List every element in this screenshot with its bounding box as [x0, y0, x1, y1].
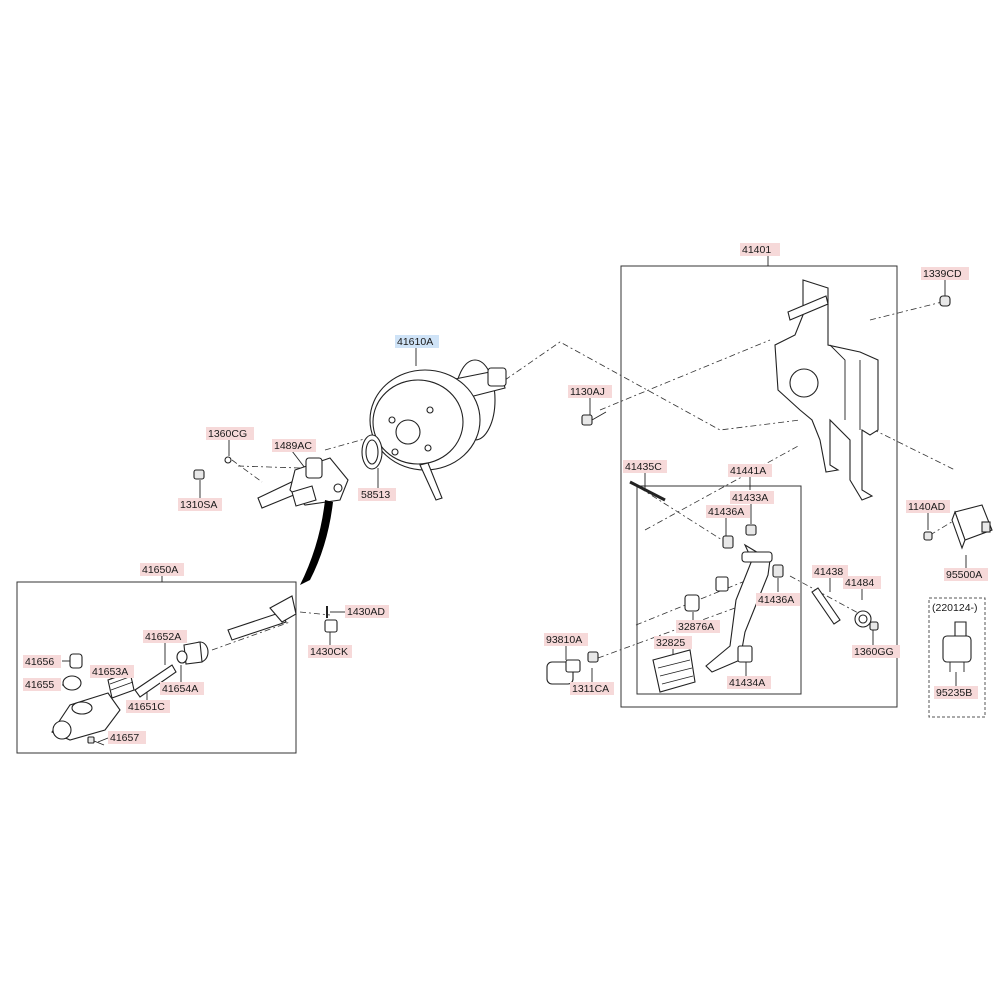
label-41438[interactable]: 41438	[812, 565, 848, 578]
svg-text:41435C: 41435C	[625, 461, 662, 473]
label-41433A[interactable]: 41433A	[730, 491, 774, 504]
label-41655[interactable]: 41655	[23, 678, 61, 691]
svg-text:32876A: 32876A	[678, 621, 714, 633]
svg-text:41656: 41656	[25, 656, 54, 668]
svg-text:58513: 58513	[361, 489, 390, 501]
label-1140AD[interactable]: 1140AD	[906, 500, 950, 513]
svg-text:1130AJ: 1130AJ	[570, 386, 605, 398]
svg-text:1489AC: 1489AC	[274, 440, 312, 452]
svg-text:1430CK: 1430CK	[310, 646, 348, 658]
svg-text:41484: 41484	[845, 577, 874, 589]
label-41657[interactable]: 41657	[108, 731, 146, 744]
label-1430AD[interactable]: 1430AD	[345, 605, 389, 618]
label-41401[interactable]: 41401	[740, 243, 780, 256]
label-41650A[interactable]: 41650A	[140, 563, 184, 576]
svg-text:95235B: 95235B	[936, 687, 972, 699]
label-41651C[interactable]: 41651C	[126, 700, 170, 713]
label-32825[interactable]: 32825	[654, 636, 692, 649]
svg-text:1311CA: 1311CA	[572, 683, 609, 695]
svg-text:41610A: 41610A	[397, 336, 433, 348]
label-41652A[interactable]: 41652A	[143, 630, 187, 643]
pedal-bracket-illustration	[581, 279, 951, 501]
svg-text:41651C: 41651C	[128, 701, 165, 713]
svg-text:95500A: 95500A	[946, 569, 982, 581]
label-41436A-bottom[interactable]: 41436A	[756, 593, 800, 606]
label-41434A[interactable]: 41434A	[727, 676, 771, 689]
svg-text:32825: 32825	[656, 637, 685, 649]
svg-text:1310SA: 1310SA	[180, 499, 217, 511]
label-1130AJ[interactable]: 1130AJ	[568, 385, 612, 398]
svg-text:1360GG: 1360GG	[854, 646, 894, 658]
leader-lines	[62, 256, 967, 743]
label-1430CK[interactable]: 1430CK	[308, 645, 352, 658]
label-41441A[interactable]: 41441A	[728, 464, 772, 477]
label-41436A-top[interactable]: 41436A	[706, 505, 750, 518]
label-1360CG[interactable]: 1360CG	[206, 427, 254, 440]
svg-text:41441A: 41441A	[730, 465, 766, 477]
label-95235B[interactable]: 95235B	[934, 686, 978, 699]
svg-text:41655: 41655	[25, 679, 54, 691]
svg-text:41434A: 41434A	[729, 677, 765, 689]
dashed-centerlines	[211, 301, 956, 659]
label-32876A[interactable]: 32876A	[676, 620, 720, 633]
label-41653A[interactable]: 41653A	[90, 665, 134, 678]
pedal-assembly-frame	[620, 265, 898, 708]
svg-text:41650A: 41650A	[142, 564, 178, 576]
svg-text:93810A: 93810A	[546, 634, 582, 646]
pedal-subassembly-frame	[636, 485, 802, 695]
label-1310SA[interactable]: 1310SA	[178, 498, 222, 511]
svg-text:41652A: 41652A	[145, 631, 181, 643]
svg-text:41436A: 41436A	[758, 594, 794, 606]
label-93810A[interactable]: 93810A	[544, 633, 588, 646]
label-58513[interactable]: 58513	[358, 488, 396, 501]
svg-text:41438: 41438	[814, 566, 843, 578]
label-41654A[interactable]: 41654A	[160, 682, 204, 695]
label-95500A[interactable]: 95500A	[944, 568, 988, 581]
clutch-cylinder-exploded-illustration	[51, 595, 338, 746]
brake-booster-illustration	[361, 359, 507, 501]
svg-text:1339CD: 1339CD	[923, 268, 962, 280]
label-1489AC[interactable]: 1489AC	[272, 439, 316, 452]
svg-text:1360CG: 1360CG	[208, 428, 247, 440]
switch-illustration	[923, 504, 993, 672]
svg-text:41653A: 41653A	[92, 666, 128, 678]
svg-text:41657: 41657	[110, 732, 139, 744]
svg-text:1140AD: 1140AD	[908, 501, 946, 513]
label-41484[interactable]: 41484	[843, 576, 881, 589]
clutch-cylinder-illustration	[193, 456, 349, 585]
clutch-master-cylinder-frame	[16, 581, 297, 754]
variant-note: (220124-)	[932, 602, 978, 614]
label-1339CD[interactable]: 1339CD	[921, 267, 969, 280]
switch-variant-frame	[928, 597, 986, 718]
label-41435C[interactable]: 41435C	[623, 460, 667, 473]
svg-text:41433A: 41433A	[732, 492, 768, 504]
brake-pedal-illustration	[546, 480, 879, 693]
svg-text:41654A: 41654A	[162, 683, 198, 695]
label-1311CA[interactable]: 1311CA	[570, 682, 614, 695]
label-41656[interactable]: 41656	[23, 655, 61, 668]
label-1360GG[interactable]: 1360GG	[852, 645, 900, 658]
label-41610A[interactable]: 41610A	[395, 335, 439, 348]
svg-text:41401: 41401	[742, 244, 771, 256]
svg-text:1430AD: 1430AD	[347, 606, 385, 618]
svg-text:41436A: 41436A	[708, 506, 744, 518]
